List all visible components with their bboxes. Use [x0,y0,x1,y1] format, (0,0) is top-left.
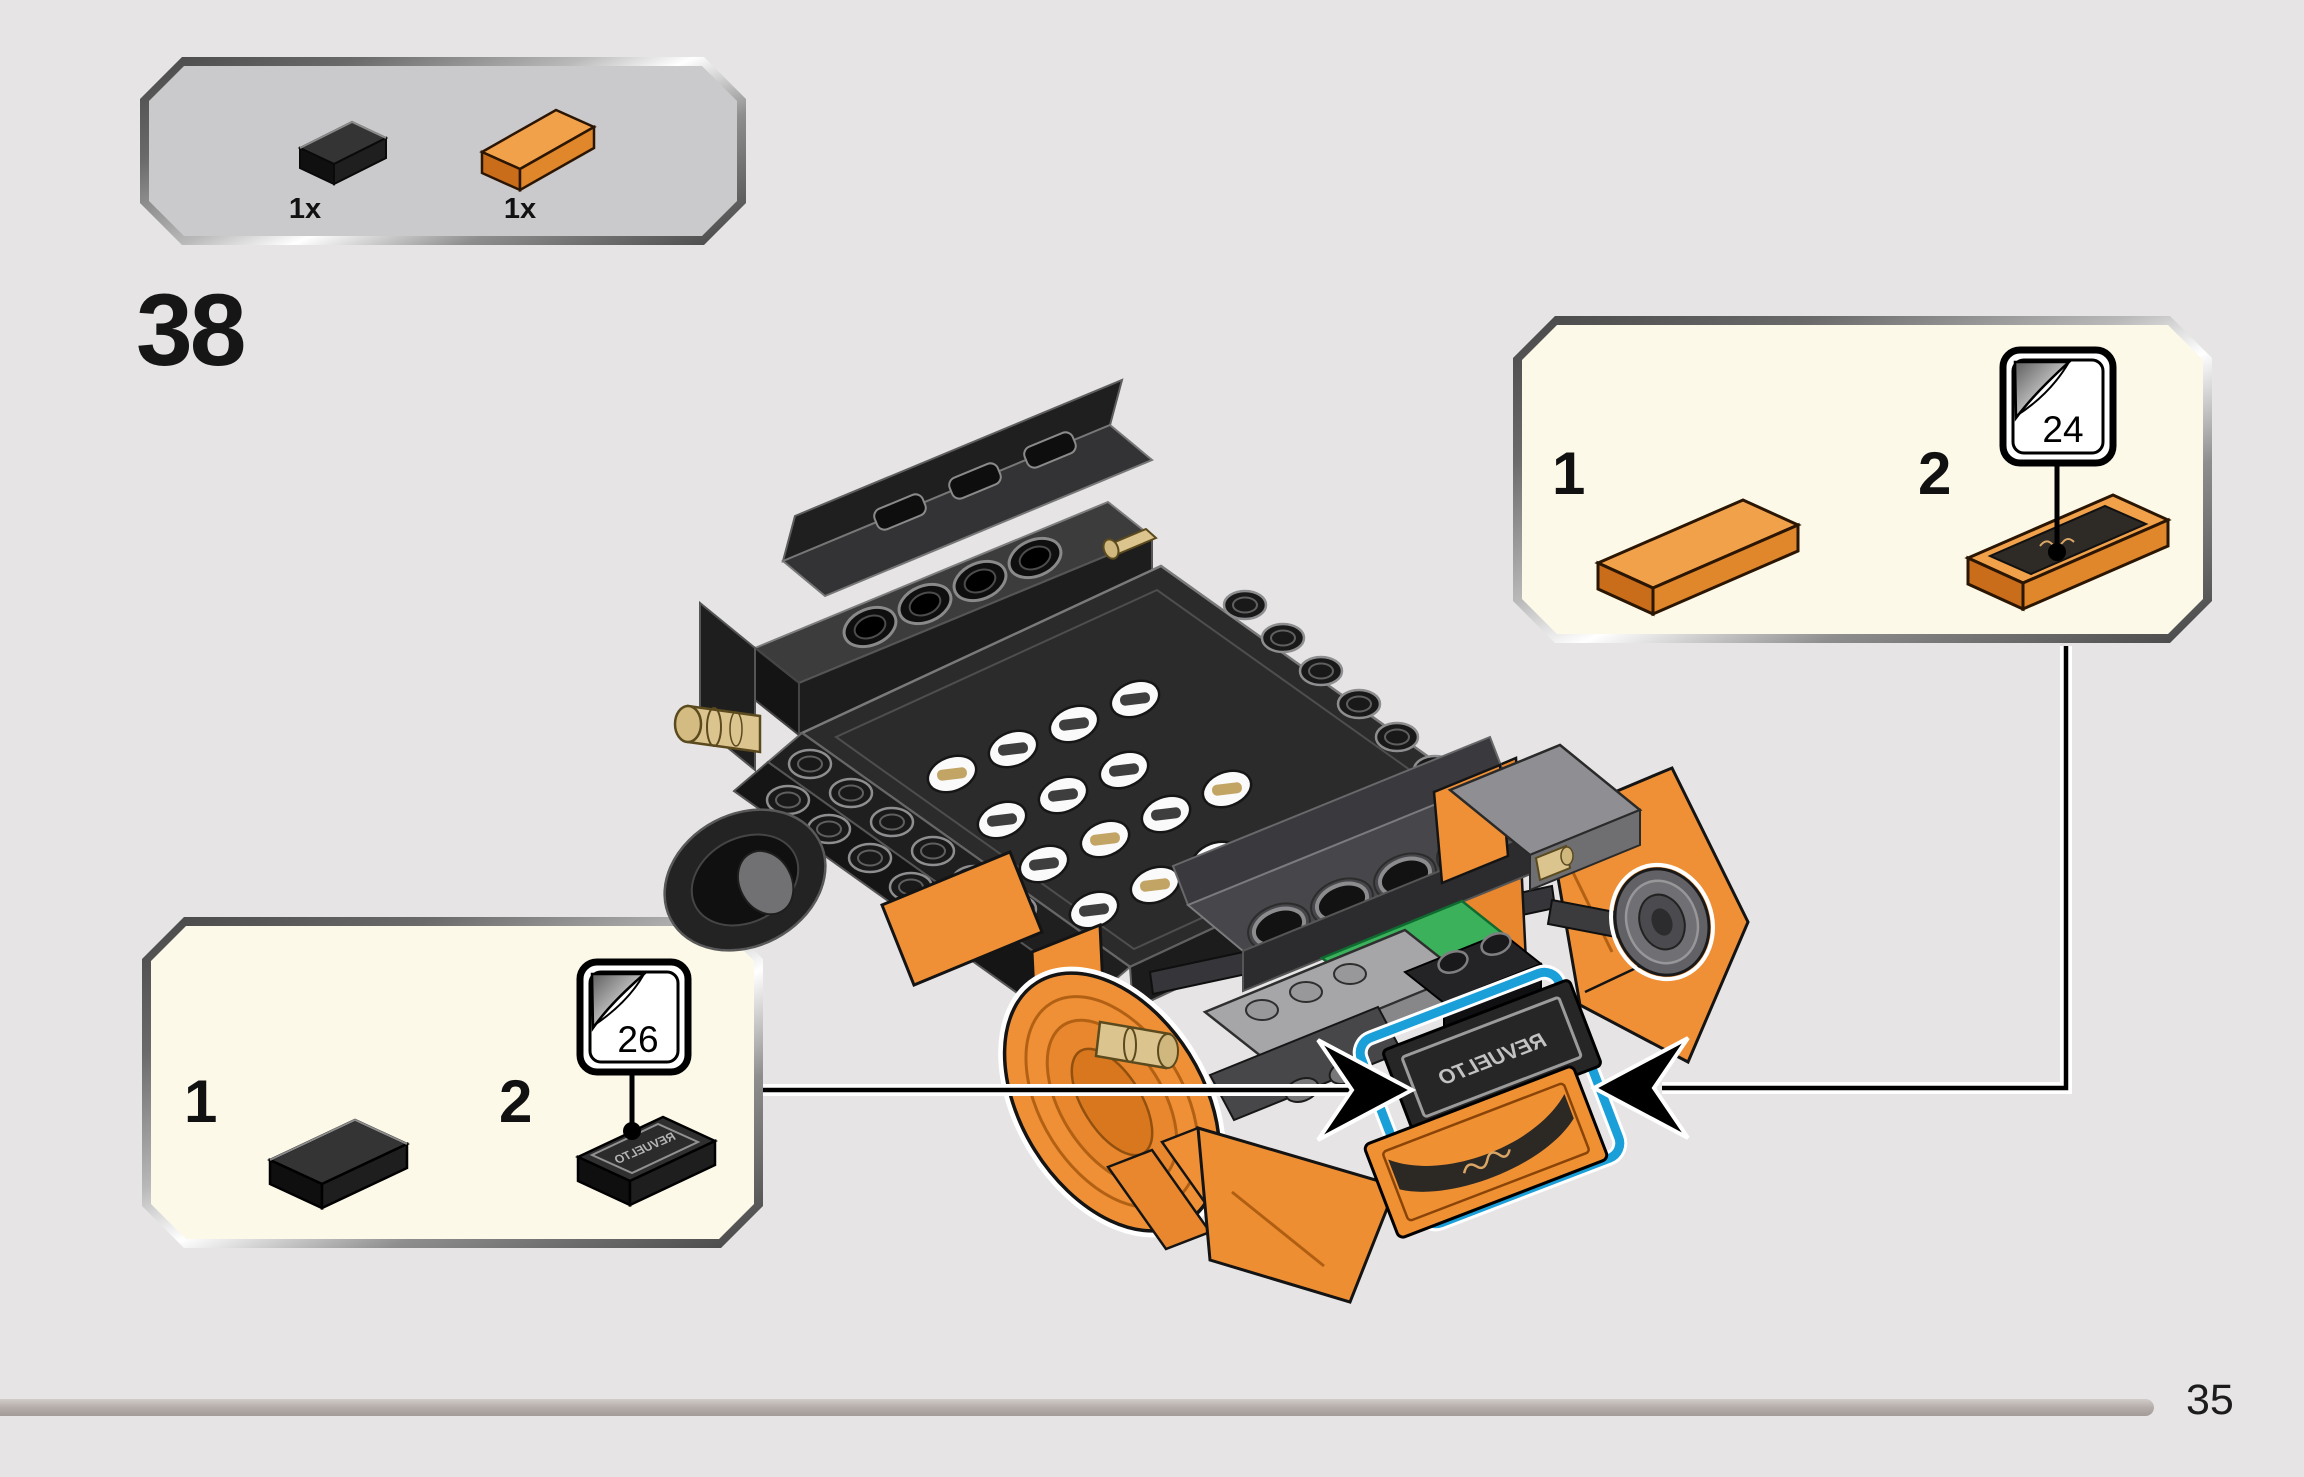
front-wheel-arch [663,808,827,952]
parts-box [140,57,746,245]
callout-left-part1 [267,1118,410,1210]
chassis-group: REVUELTO [663,378,1750,1304]
arrow-right-icon [1316,1038,1417,1142]
part-orange-tile [479,108,597,193]
arrow-left-icon [1589,1036,1690,1140]
script-logo [1462,1149,1511,1174]
connector-line-right [1662,646,2072,1094]
tan-pin-top [1102,527,1158,560]
technic-brick-back-top [781,423,1154,598]
callout-right-part1 [1594,498,1802,617]
part-count-1: 1x [289,193,321,225]
rear-orange-sticker-tile [1363,1065,1609,1239]
sticker-icon-24: 24 [1999,346,2117,467]
callout-box-left [142,917,763,1248]
sticker-number-24: 24 [2042,409,2083,450]
callout-right-step1: 1 [1552,440,1585,507]
tan-pin-right [1534,844,1574,882]
sticker-pointer-dot-24 [2048,543,2066,561]
progress-bar [0,1399,2154,1416]
step-number: 38 [136,273,246,387]
tan-pin-front [673,704,762,754]
sticker-pointer-dot-26 [623,1122,641,1140]
part-black-tile [297,120,389,186]
callout-right-step2: 2 [1918,440,1951,507]
callout-left-step2: 2 [499,1068,532,1135]
sticker-icon-26: 26 [576,958,692,1076]
orange-side-skirt [880,850,1044,987]
rear-diffuser [1196,1125,1399,1304]
page-number: 35 [2186,1376,2234,1424]
parts-box-fill [149,66,737,236]
part-count-2: 1x [504,193,536,225]
wheel-hub [1608,862,1716,982]
callout-left-step1: 1 [184,1068,217,1135]
sticker-number-26: 26 [617,1019,658,1060]
tan-pin-rear-left [1094,1020,1179,1070]
